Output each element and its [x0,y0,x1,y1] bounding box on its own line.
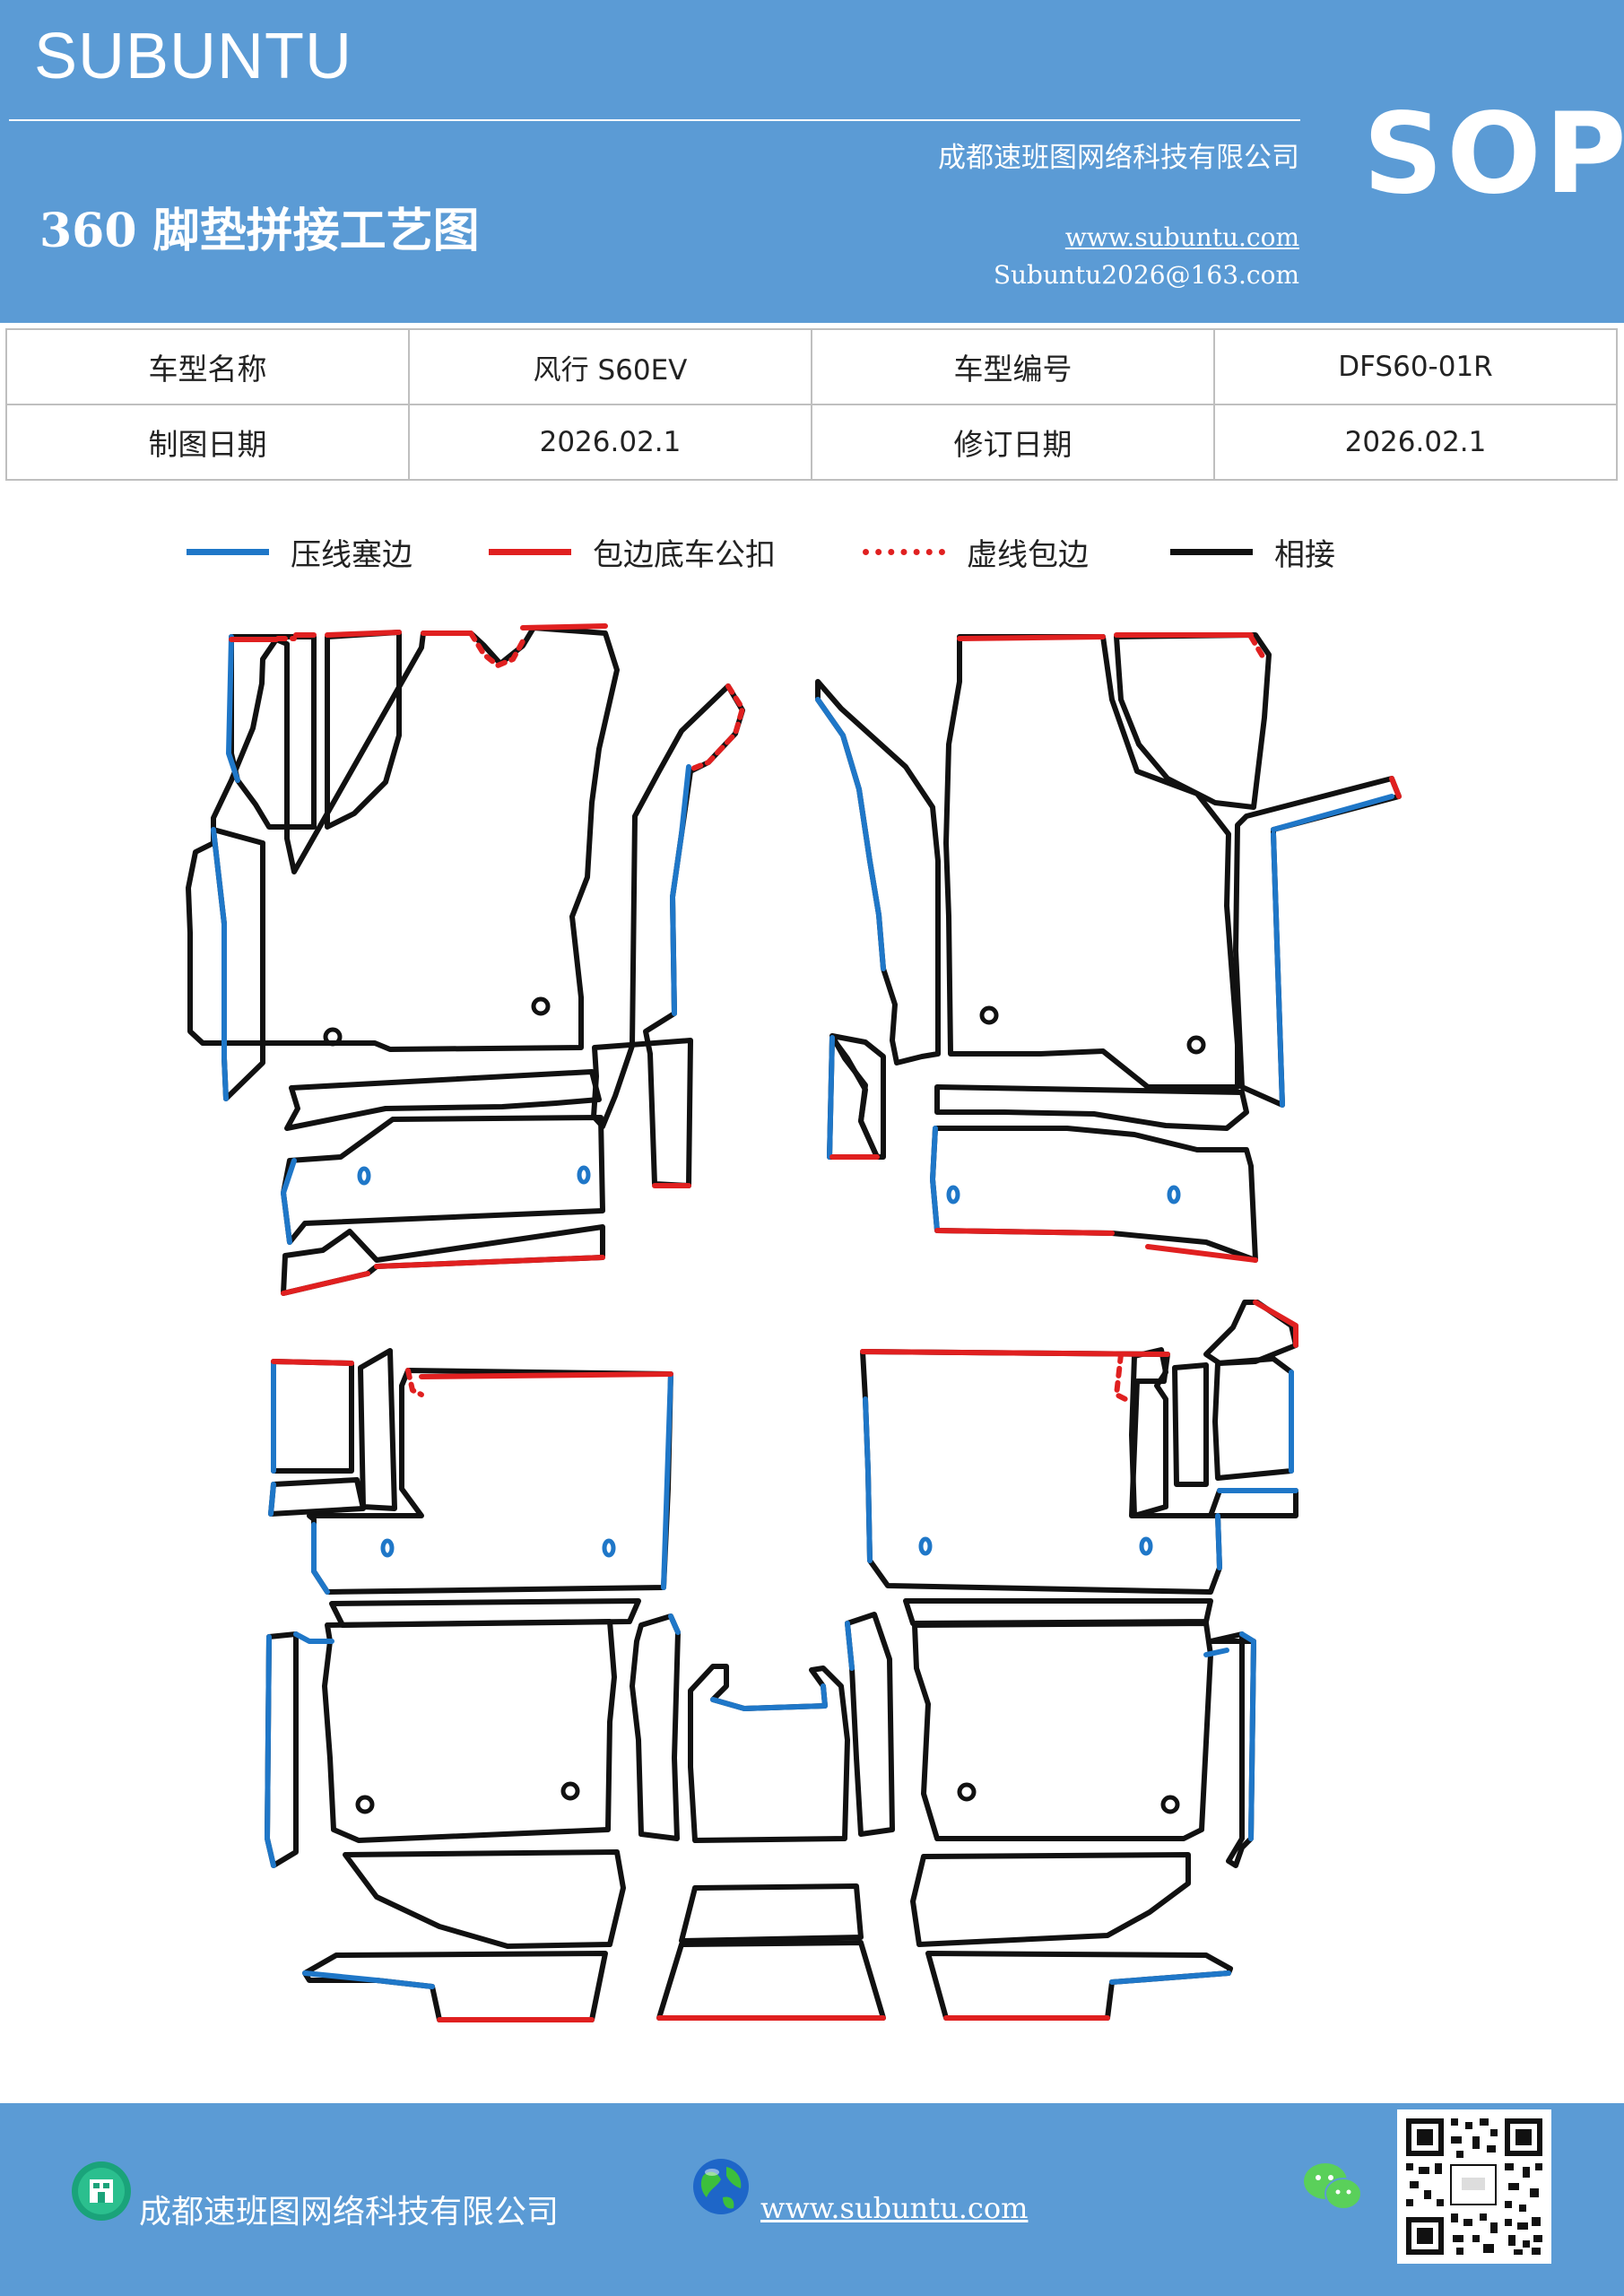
mat-piece-rear-left-seat [322,1619,617,1843]
mat-piece-front-right-bottom [934,1084,1249,1131]
mat-piece-front-right-main [943,634,1240,1090]
mat-piece-rear-right-strip [903,1598,1213,1626]
snap-hole [1139,1536,1153,1556]
mat-piece-front-left-bottom [284,1069,602,1131]
legend-label: 压线塞边 [291,536,413,573]
legend-item-dotted-edge: 虚线包边 [863,525,1089,578]
legend-item-red-edge: 包边底车公扣 [489,525,776,578]
mat-piece-rear-right-sill [925,1951,1233,2021]
mat-piece-rear-left-tab [268,1477,366,1517]
mount-hole [531,996,551,1016]
mat-piece-rear-right-box [1212,1356,1294,1481]
header-email: Subuntu2026@163.com [993,260,1299,290]
document-title: 360 脚垫拼接工艺图 [39,204,480,258]
model-name-value: 风行 S60EV [408,328,812,405]
mount-hole [979,1005,999,1025]
mount-hole [323,1027,343,1047]
mat-piece-rear-right-small2 [1172,1362,1209,1487]
snap-hole [918,1536,933,1556]
brand-logo-text: SUBUNTU [34,21,353,92]
legend-label: 相接 [1274,536,1335,573]
mat-piece-right-small [829,1033,886,1160]
header-company-name: 成都速班图网络科技有限公司 [938,142,1299,174]
building-icon [72,2161,131,2221]
mat-piece-front-left-narrow [229,634,317,830]
mat-piece-rear-right-pillar-a [845,1612,895,1837]
mat-piece-rear-right-seat [912,1621,1213,1841]
mat-piece-rear-right-pillar-b [1208,1631,1256,1868]
sop-badge: SOP [1363,90,1624,219]
mat-piece-rear-center-sill [656,1940,886,2021]
mat-piece-front-left-main [186,625,620,1052]
mount-hole [1186,1035,1206,1055]
legend-swatch [489,548,571,555]
mat-piece-pillar [591,683,745,1188]
mat-piece-rear-left-step [343,1849,626,1949]
mat-piece-rear-left-pillar [265,1631,299,1868]
mat-piece-rear-left-box1 [271,1359,354,1474]
snap-hole [602,1538,616,1558]
table-row: 车型名称 风行 S60EV 车型编号 DFS60-01R [5,328,1618,405]
mat-piece-right-small-blue [827,1035,880,1160]
model-code-value: DFS60-01R [1213,328,1618,405]
model-name-label: 车型名称 [5,328,410,405]
mat-piece-left-side-strip [211,827,265,1101]
snap-hole [1167,1185,1181,1205]
drawing-date-value: 2026.02.1 [408,404,812,481]
drawing-date-label: 制图日期 [5,404,410,481]
header-divider [9,119,1300,121]
model-code-label: 车型编号 [811,328,1215,405]
mat-piece-rear-center-tunnel [688,1664,850,1843]
mount-hole [1160,1795,1180,1814]
footer-website-link[interactable]: www.subuntu.com [760,2191,1029,2225]
footer-banner: 成都速班图网络科技有限公司 www.subuntu.com [0,2103,1624,2296]
qr-code[interactable] [1397,2109,1551,2264]
wechat-icon[interactable] [1302,2160,1365,2215]
mount-hole [355,1795,375,1814]
line-legend: 压线塞边 包边底车公扣 虚线包边 相接 [0,525,1624,578]
mat-piece-rear-right-small1 [1129,1347,1168,1518]
legend-item-join: 相接 [1170,525,1335,578]
revision-date-label: 修订日期 [811,404,1215,481]
legend-label: 虚线包边 [967,536,1089,573]
mat-piece-rear-left-strip [329,1598,641,1628]
mat-piece-rear-right-flap [1203,1300,1298,1366]
mat-piece-front-right-lower [930,1126,1258,1263]
floor-mat-splice-diagram [186,623,1402,2022]
mat-piece-rear-left-sill [302,1951,608,2022]
globe-icon[interactable] [690,2156,751,2217]
mat-piece-rear-left-box2 [358,1348,397,1511]
revision-date-value: 2026.02.1 [1213,404,1618,481]
mat-piece-front-left-lower [281,1115,605,1245]
mat-piece-right-side-long [1233,776,1402,1108]
mount-hole [957,1782,977,1802]
header-website-link[interactable]: www.subuntu.com [1064,222,1299,252]
snap-hole [357,1166,371,1186]
snap-hole [380,1538,395,1558]
mat-piece-right-pillar [815,679,941,1065]
table-row: 制图日期 2026.02.1 修订日期 2026.02.1 [5,404,1618,481]
legend-label: 包边底车公扣 [593,536,776,573]
mat-piece-rear-right-step [910,1852,1191,1947]
legend-item-press-line: 压线塞边 [187,525,413,578]
mat-piece-rear-right-tab [1208,1488,1298,1518]
mat-piece-front-right-arc [1114,632,1272,810]
header-banner: SUBUNTU 成都速班图网络科技有限公司 360 脚垫拼接工艺图 www.su… [0,0,1624,323]
legend-swatch [187,548,269,555]
vehicle-info-table: 车型名称 风行 S60EV 车型编号 DFS60-01R 制图日期 2026.0… [5,328,1618,481]
mat-piece-rear-left-side [630,1613,681,1841]
mount-hole [560,1781,580,1801]
legend-swatch [863,548,945,555]
footer-company-name: 成都速班图网络科技有限公司 [139,2194,560,2231]
snap-hole [577,1165,591,1185]
legend-swatch [1170,548,1253,555]
mat-piece-rear-center-step [679,1883,864,1944]
snap-hole [946,1185,960,1205]
